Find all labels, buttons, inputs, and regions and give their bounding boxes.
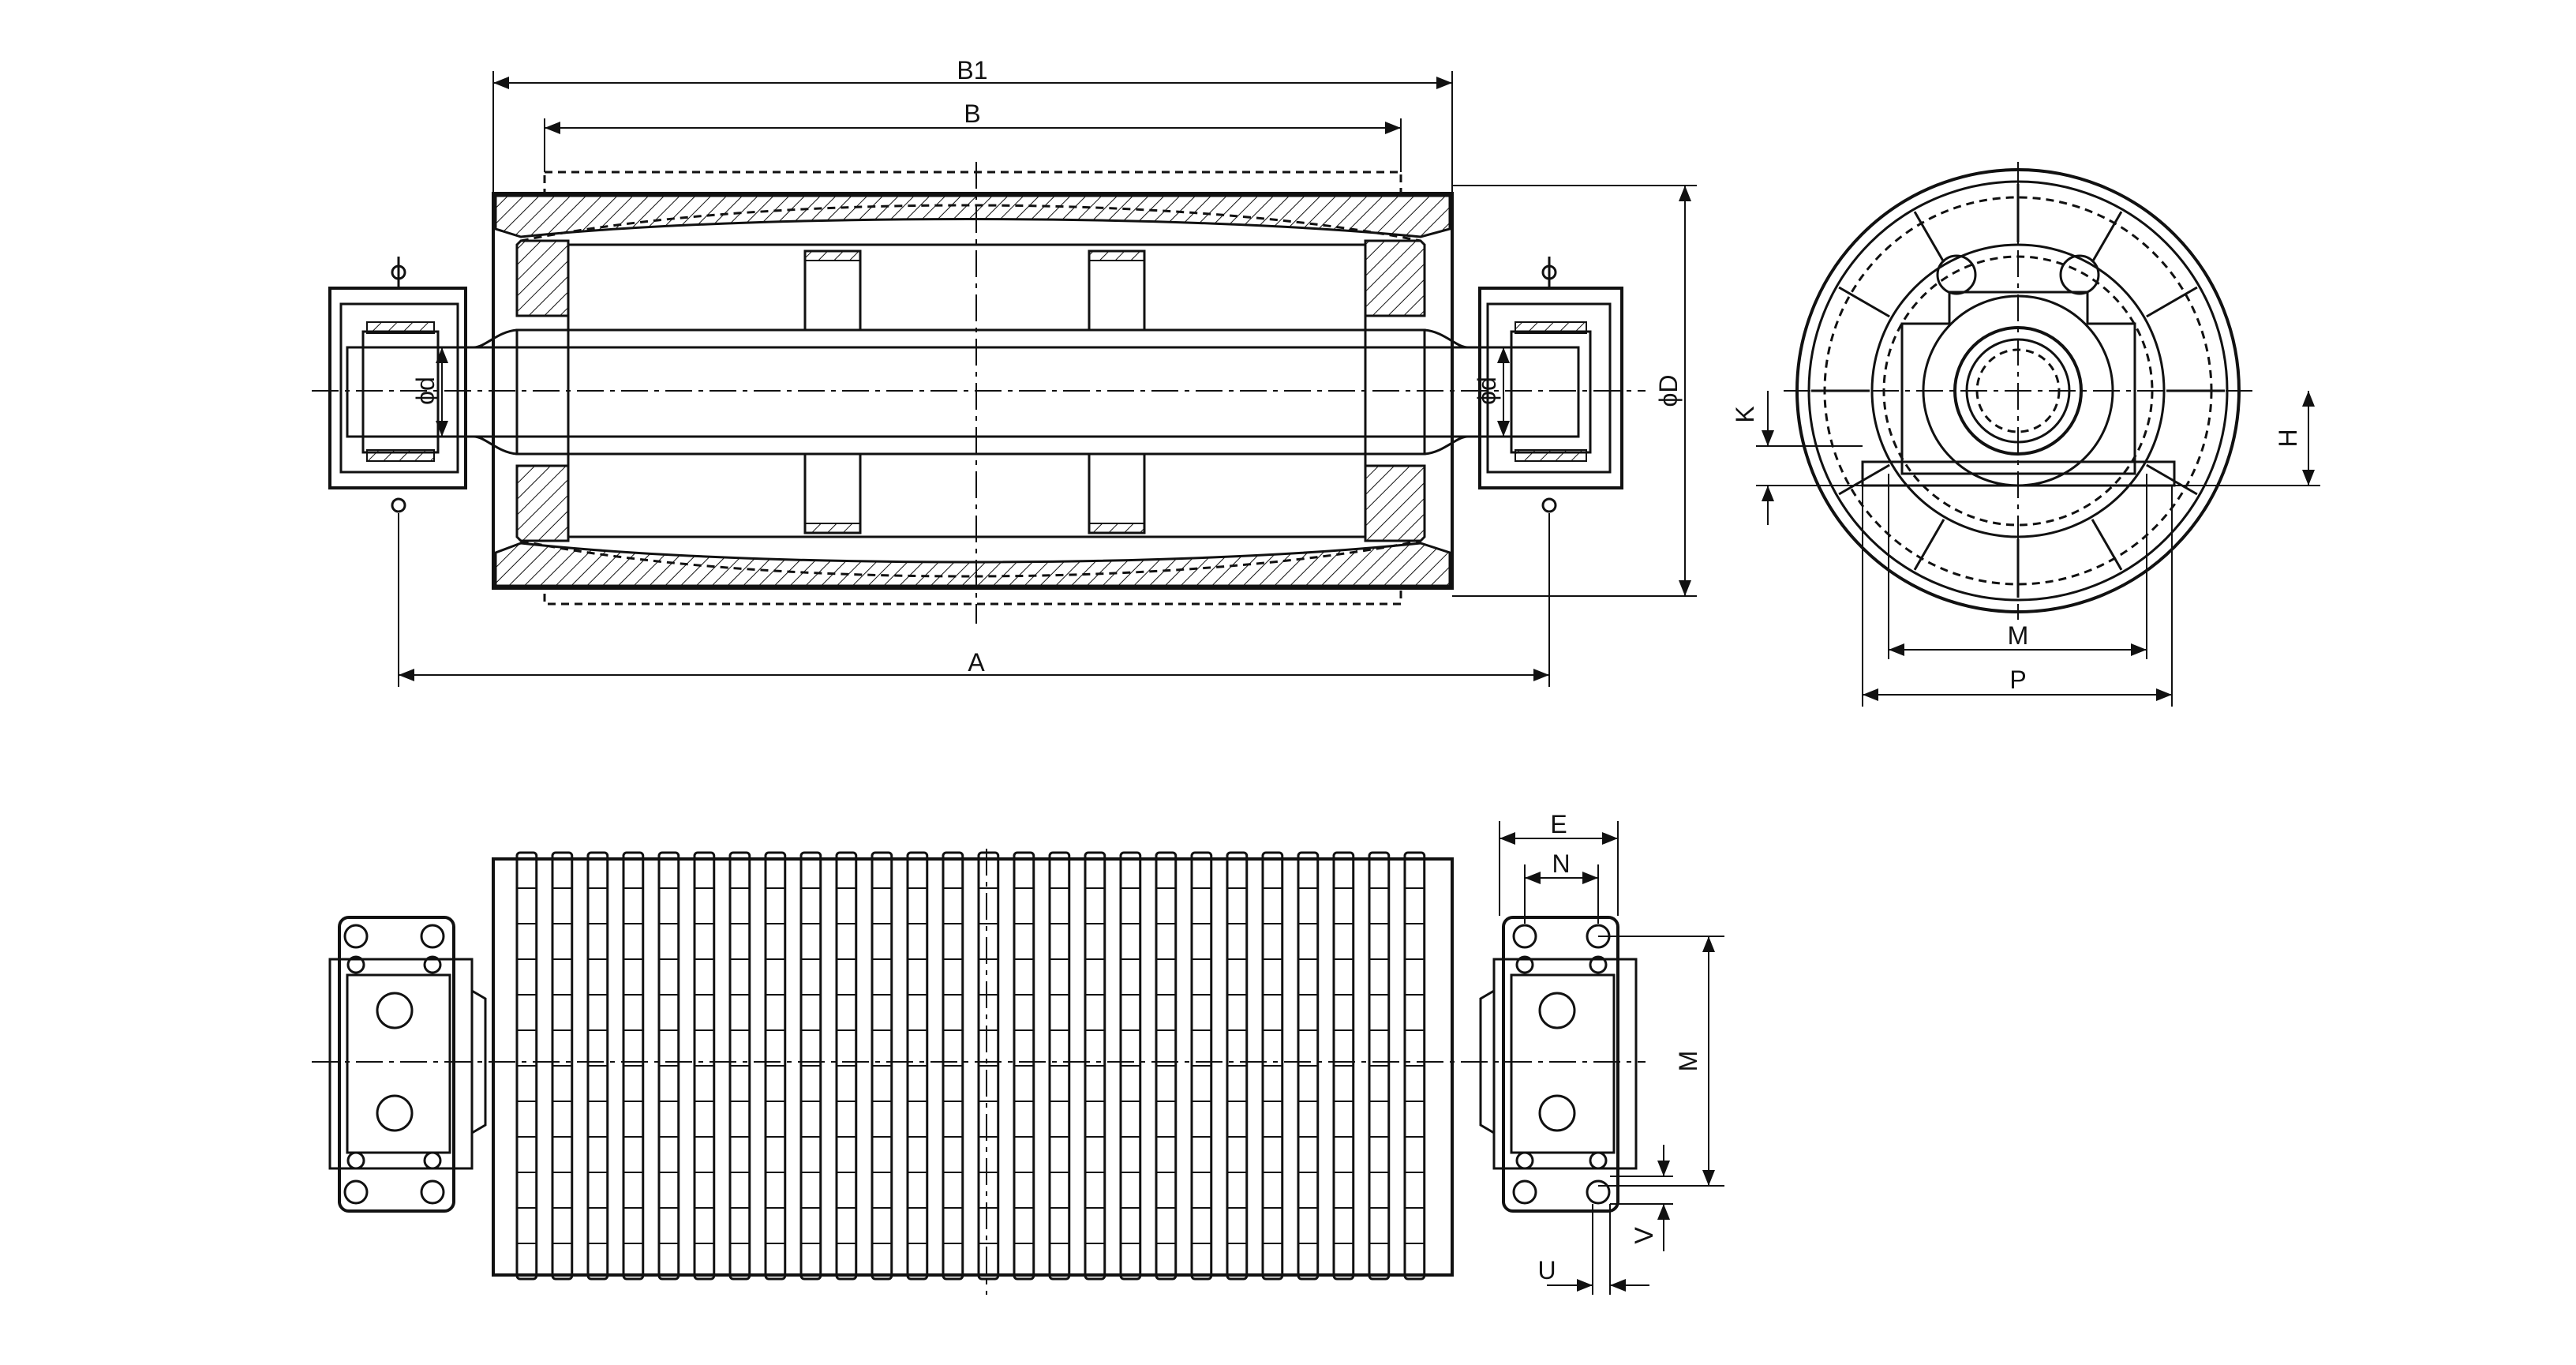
end-spoke	[2146, 463, 2198, 496]
dim-n-label: N	[1552, 849, 1570, 878]
hub-1-top	[803, 249, 862, 332]
bearing-right	[1478, 257, 1623, 513]
end-spoke	[2146, 286, 2198, 318]
end-disc-right	[1364, 239, 1426, 317]
end-disc-left-bottom	[515, 464, 570, 542]
dim-d-label: ϕD	[1654, 374, 1683, 407]
shaft-journal	[346, 346, 1580, 438]
end-spoke	[2091, 211, 2123, 263]
end-view: K H M P	[1731, 162, 2320, 707]
plan-drum-outline	[492, 857, 1454, 1277]
end-spoke	[1913, 519, 1945, 571]
hub-1-bottom-hatch	[804, 523, 861, 534]
shell-top-hatch	[494, 194, 1451, 238]
dim-e-label: E	[1550, 810, 1567, 838]
lagging-bottom	[543, 587, 1402, 606]
dim-k-label: K	[1731, 406, 1759, 422]
dim-b-label: B	[964, 99, 980, 128]
hub-2-top	[1088, 249, 1146, 332]
crown-curve-bottom	[520, 539, 1421, 578]
end-bolt-left	[1936, 254, 1977, 295]
lagging-top	[543, 171, 1402, 195]
bearing-left	[328, 257, 467, 513]
dim-d-right-label: ϕd	[1473, 377, 1501, 405]
hub-2-bottom	[1088, 452, 1146, 534]
hub-1-top-hatch	[804, 250, 861, 261]
dim-p-label: P	[2009, 666, 2026, 694]
end-bolt-right	[2059, 254, 2100, 295]
plan-bearing-right	[1479, 916, 1638, 1213]
end-spoke	[1838, 286, 1890, 318]
dim-v-label: V	[1630, 1227, 1658, 1244]
dim-a-label: A	[968, 648, 985, 677]
end-spoke	[1913, 211, 1945, 263]
crown-curve-top	[520, 204, 1421, 242]
hub-2-bottom-hatch	[1088, 523, 1145, 534]
plan-lagging-slats	[515, 851, 1426, 1281]
plan-view: E N M V U	[312, 810, 1724, 1295]
dim-d-left-label: ϕd	[411, 377, 440, 405]
dim-m-plan-label: M	[1674, 1051, 1702, 1072]
shaft-neck-left	[473, 328, 518, 456]
dim-h-label: H	[2274, 429, 2302, 447]
dim-m-end-label: M	[2008, 621, 2029, 650]
end-spoke	[2091, 519, 2123, 571]
hub-2-top-hatch	[1088, 250, 1145, 261]
dim-u-label: U	[1537, 1256, 1556, 1284]
end-spoke	[1838, 463, 1890, 496]
shaft	[515, 328, 1426, 456]
plan-bearing-left	[328, 916, 487, 1213]
end-bearing-block	[1900, 291, 2136, 475]
dim-b1-label: B1	[957, 56, 987, 84]
shaft-neck-right	[1424, 328, 1469, 456]
end-disc-left	[515, 239, 570, 317]
front-view: B1 B A ϕD ϕd ϕd	[312, 56, 1697, 687]
hub-1-bottom	[803, 452, 862, 534]
end-disc-right-bottom	[1364, 464, 1426, 542]
shell-bottom-hatch	[494, 542, 1451, 587]
